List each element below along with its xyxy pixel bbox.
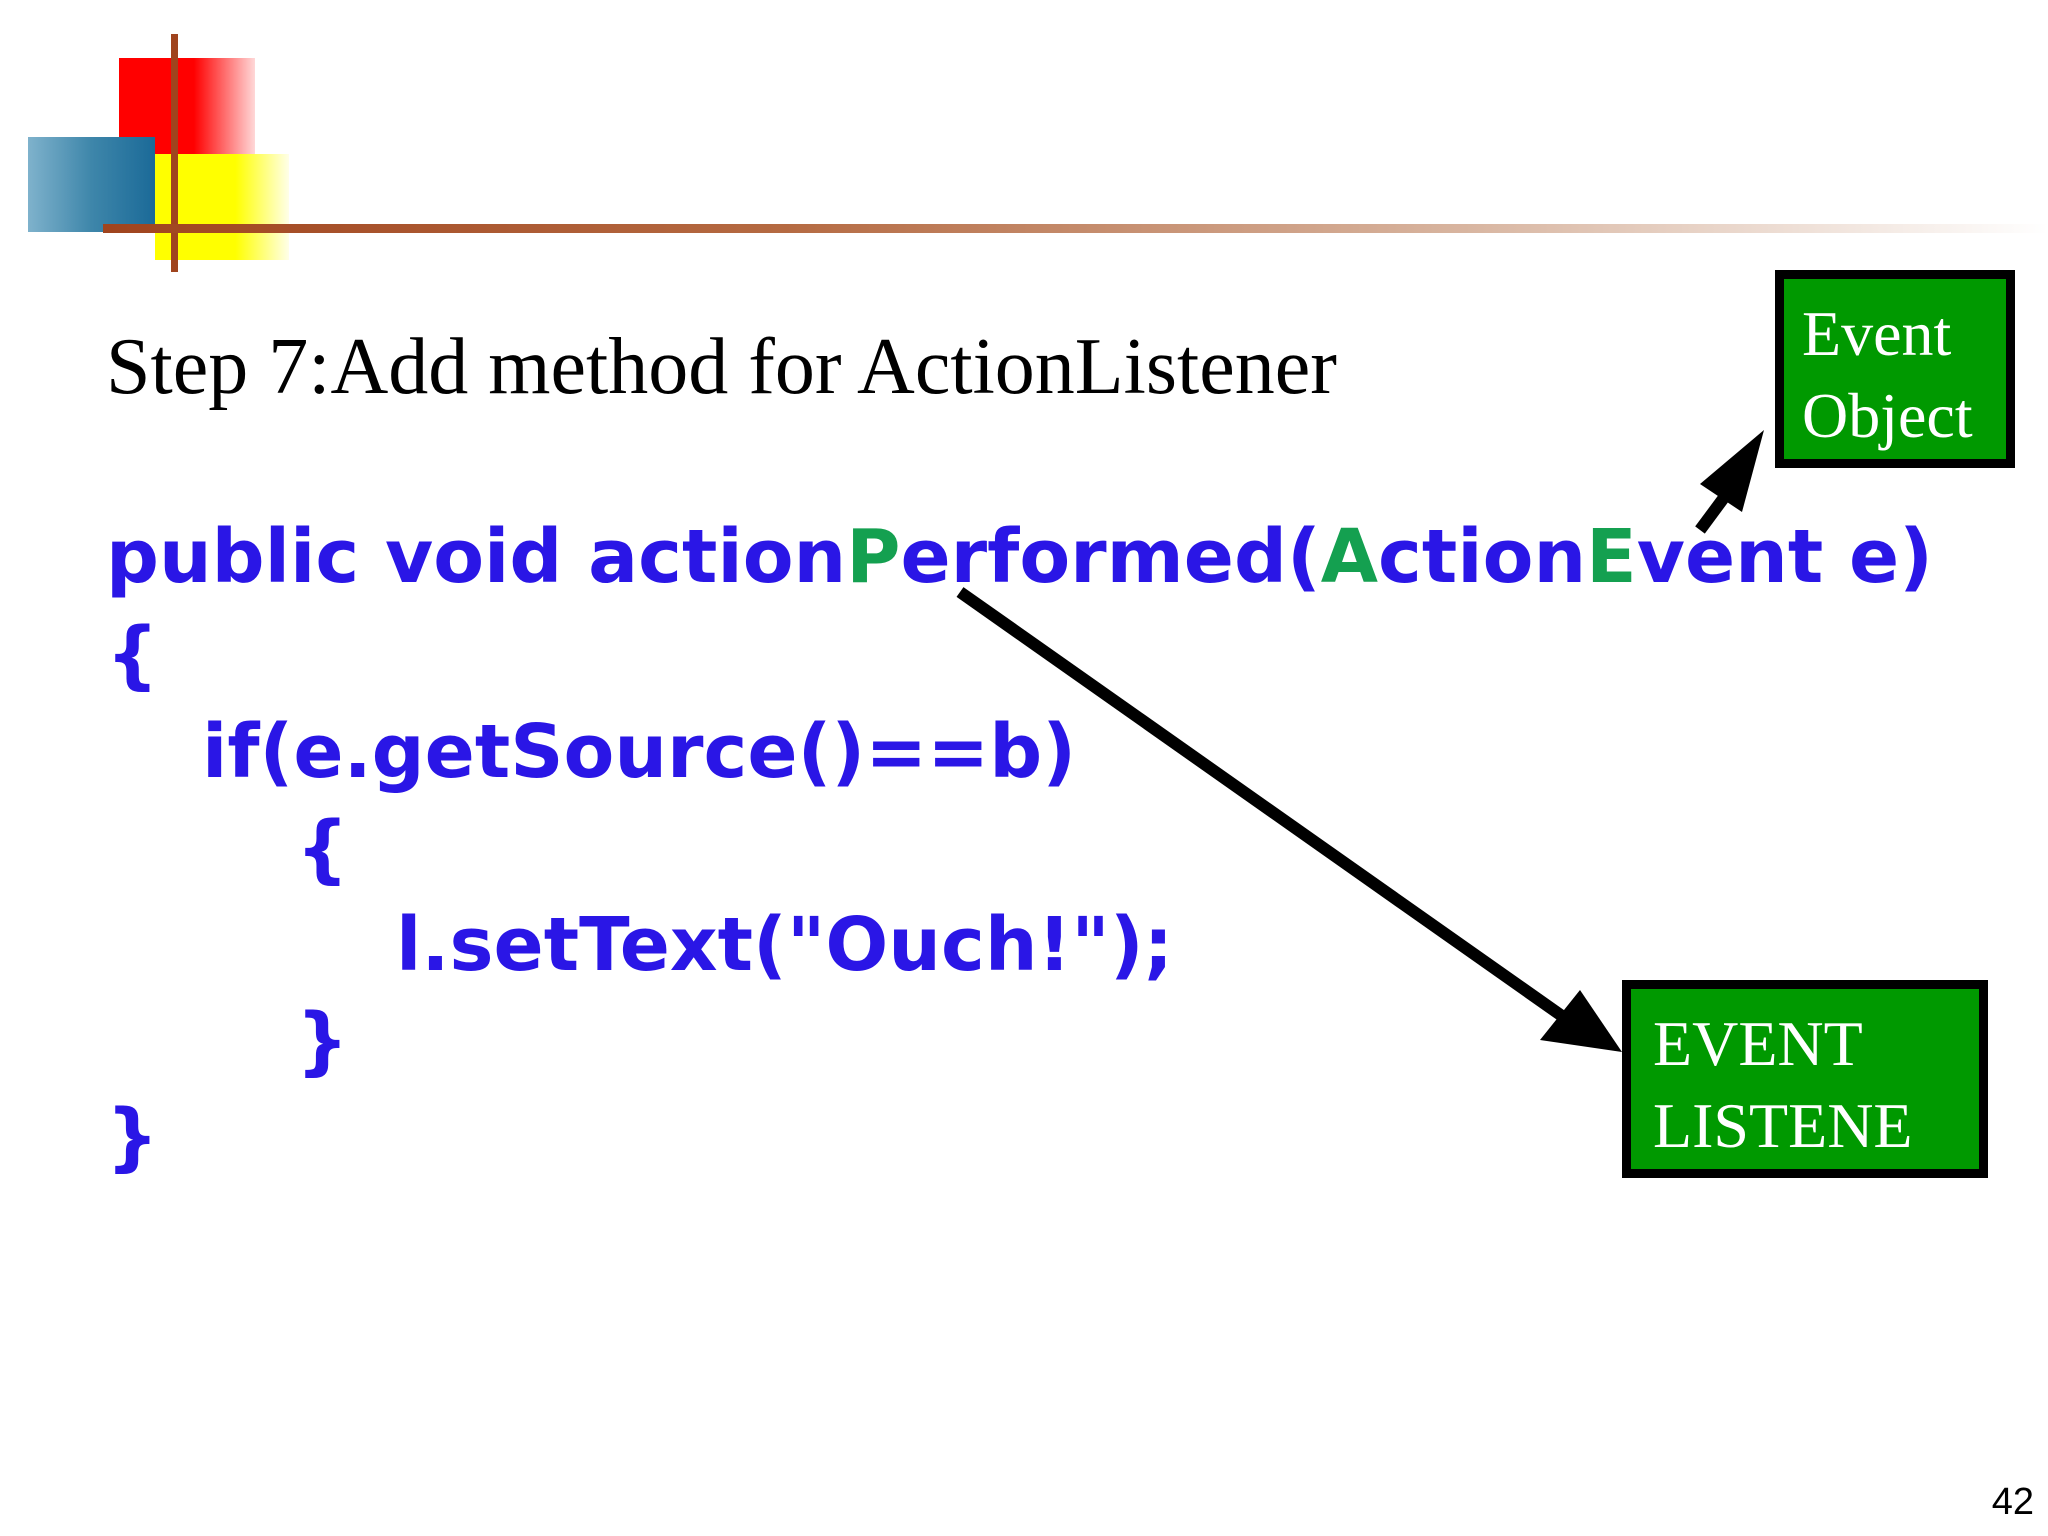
event-listener-box: EVENT LISTENE R	[1622, 980, 1988, 1178]
slide-title: Step 7:Add method for ActionListener	[106, 323, 1337, 411]
code-line-close-brace: }	[106, 1094, 159, 1180]
code-token: public void action	[106, 514, 847, 600]
event-object-label-line1: Event	[1802, 298, 1952, 369]
code-line-open-brace: {	[106, 612, 159, 698]
arrow-to-listener-head	[1540, 990, 1622, 1052]
event-listener-label-line2: LISTENE	[1653, 1090, 1913, 1161]
code-line-inner-close-brace: }	[296, 998, 349, 1084]
arrow-to-object-head	[1700, 430, 1764, 512]
code-token: erformed(	[900, 514, 1321, 600]
decoration-vertical-line	[171, 34, 178, 272]
event-object-box: Event Object	[1775, 270, 2015, 468]
event-listener-label-line1: EVENT	[1653, 1008, 1863, 1079]
code-token-highlight: E	[1586, 514, 1637, 600]
code-token-highlight: P	[846, 514, 901, 600]
decoration-blue-square	[28, 137, 155, 232]
page-number: 42	[1991, 1481, 2034, 1523]
code-line-inner-open-brace: {	[296, 806, 349, 892]
code-token: vent e)	[1636, 514, 1933, 600]
code-line-if: if(e.getSource()==b)	[202, 709, 1077, 795]
code-line-settext: l.setText("Ouch!");	[396, 902, 1174, 988]
event-object-label-line2: Object	[1802, 380, 1973, 451]
decoration-horizontal-rule	[103, 224, 2048, 233]
code-token-highlight: A	[1320, 514, 1379, 600]
arrow-to-listener-line	[956, 587, 1566, 1021]
code-line-method-signature: public void actionPerformed(ActionEvent …	[106, 520, 1933, 594]
code-token: ction	[1378, 514, 1587, 600]
